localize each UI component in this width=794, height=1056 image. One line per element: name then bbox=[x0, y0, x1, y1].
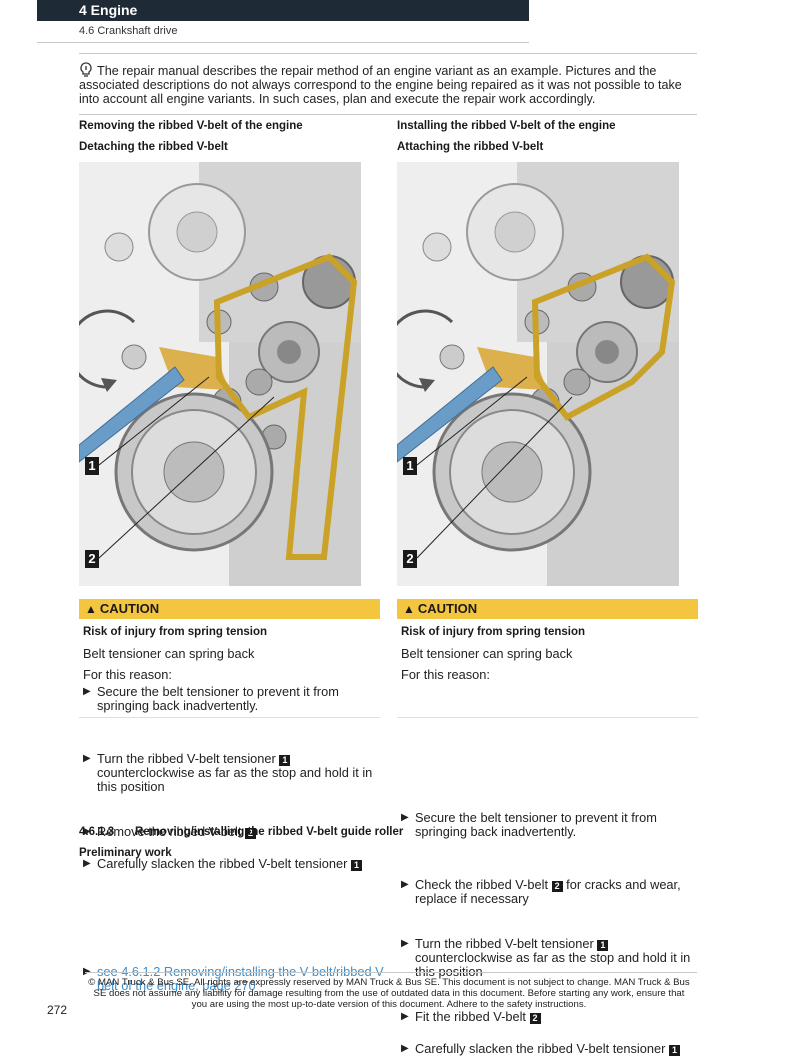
arrow-bullet-icon: ▶ bbox=[83, 858, 91, 869]
arrow-bullet-icon: ▶ bbox=[401, 1011, 409, 1022]
arrow-bullet-icon: ▶ bbox=[83, 753, 91, 764]
arrow-bullet-icon: ▶ bbox=[83, 686, 91, 697]
section-title: Removing/installing the ribbed V-belt gu… bbox=[135, 826, 404, 838]
left-step-2: ▶Remove the ribbed V-belt 2 bbox=[83, 825, 387, 839]
note-text: The repair manual describes the repair m… bbox=[79, 64, 682, 106]
left-step-1: ▶Turn the ribbed V-belt tensioner 1 coun… bbox=[83, 751, 373, 794]
engine-illustration-right bbox=[397, 162, 679, 586]
footer-divider bbox=[85, 972, 697, 973]
note-bottom-divider bbox=[79, 114, 697, 115]
left-caution-bullet: ▶Secure the belt tensioner to prevent it… bbox=[83, 684, 339, 713]
rotate-counterclockwise-icon bbox=[419, 378, 435, 392]
engine-illustration-left bbox=[79, 162, 361, 586]
left-heading-1: Removing the ribbed V-belt of the engine bbox=[79, 120, 303, 132]
callout-1: 1 bbox=[85, 457, 99, 475]
arrow-bullet-icon: ▶ bbox=[401, 938, 409, 949]
arrow-bullet-icon: ▶ bbox=[83, 965, 91, 979]
chapter-header: 4 Engine bbox=[37, 0, 529, 21]
left-step-3: ▶Carefully slacken the ribbed V-belt ten… bbox=[83, 857, 387, 871]
right-heading-1: Installing the ribbed V-belt of the engi… bbox=[397, 120, 616, 132]
note-box: The repair manual describes the repair m… bbox=[79, 62, 697, 106]
right-caution-bullet: ▶Secure the belt tensioner to prevent it… bbox=[401, 810, 657, 839]
right-step-1: ▶Check the ribbed V-belt 2 for cracks an… bbox=[401, 877, 681, 906]
right-caution-end bbox=[397, 717, 698, 718]
right-step-4: ▶Carefully slacken the ribbed V-belt ten… bbox=[401, 1042, 705, 1056]
left-caution-bar: ▲CAUTION bbox=[79, 599, 380, 619]
left-caution-line1: Belt tensioner can spring back bbox=[83, 646, 255, 661]
hint-bulb-icon bbox=[79, 62, 93, 78]
right-caution-title: Risk of injury from spring tension bbox=[401, 626, 586, 638]
cross-reference-link[interactable]: ▶see 4.6.1.2 Removing/installing the V-b… bbox=[83, 965, 397, 993]
copyright-footer: © MAN Truck & Bus SE. All rights are exp… bbox=[88, 977, 690, 1010]
arrow-bullet-icon: ▶ bbox=[401, 812, 409, 823]
right-step-2: ▶Turn the ribbed V-belt tensioner 1 coun… bbox=[401, 936, 691, 979]
callout-2: 2 bbox=[403, 550, 417, 568]
warning-triangle-icon: ▲ bbox=[403, 602, 415, 616]
warning-triangle-icon: ▲ bbox=[85, 602, 97, 616]
right-caution-bar: ▲CAUTION bbox=[397, 599, 698, 619]
left-engine-figure: 1 2 bbox=[79, 162, 361, 586]
subsection-title: 4.6 Crankshaft drive bbox=[79, 25, 178, 37]
left-caution-end bbox=[79, 717, 380, 718]
note-top-divider bbox=[79, 53, 697, 54]
right-caution-line2: For this reason: bbox=[401, 667, 490, 682]
page-number: 272 bbox=[47, 1003, 68, 1017]
header-divider bbox=[37, 42, 529, 43]
left-heading-2: Detaching the ribbed V-belt bbox=[79, 141, 228, 153]
right-engine-figure: 1 2 bbox=[397, 162, 679, 586]
arrow-bullet-icon: ▶ bbox=[401, 879, 409, 890]
right-step-3: ▶Fit the ribbed V-belt 2 bbox=[401, 1010, 705, 1024]
callout-1: 1 bbox=[403, 457, 417, 475]
left-caution-title: Risk of injury from spring tension bbox=[83, 626, 268, 638]
rotate-counterclockwise-icon bbox=[101, 378, 117, 392]
callout-2: 2 bbox=[85, 550, 99, 568]
arrow-bullet-icon: ▶ bbox=[83, 826, 91, 837]
section-number: 4.6.1.3 bbox=[79, 826, 115, 838]
right-caution-line1: Belt tensioner can spring back bbox=[401, 646, 573, 661]
right-heading-2: Attaching the ribbed V-belt bbox=[397, 141, 544, 153]
left-caution-line2: For this reason: bbox=[83, 667, 172, 682]
preliminary-work-heading: Preliminary work bbox=[79, 847, 172, 859]
arrow-bullet-icon: ▶ bbox=[401, 1043, 409, 1054]
